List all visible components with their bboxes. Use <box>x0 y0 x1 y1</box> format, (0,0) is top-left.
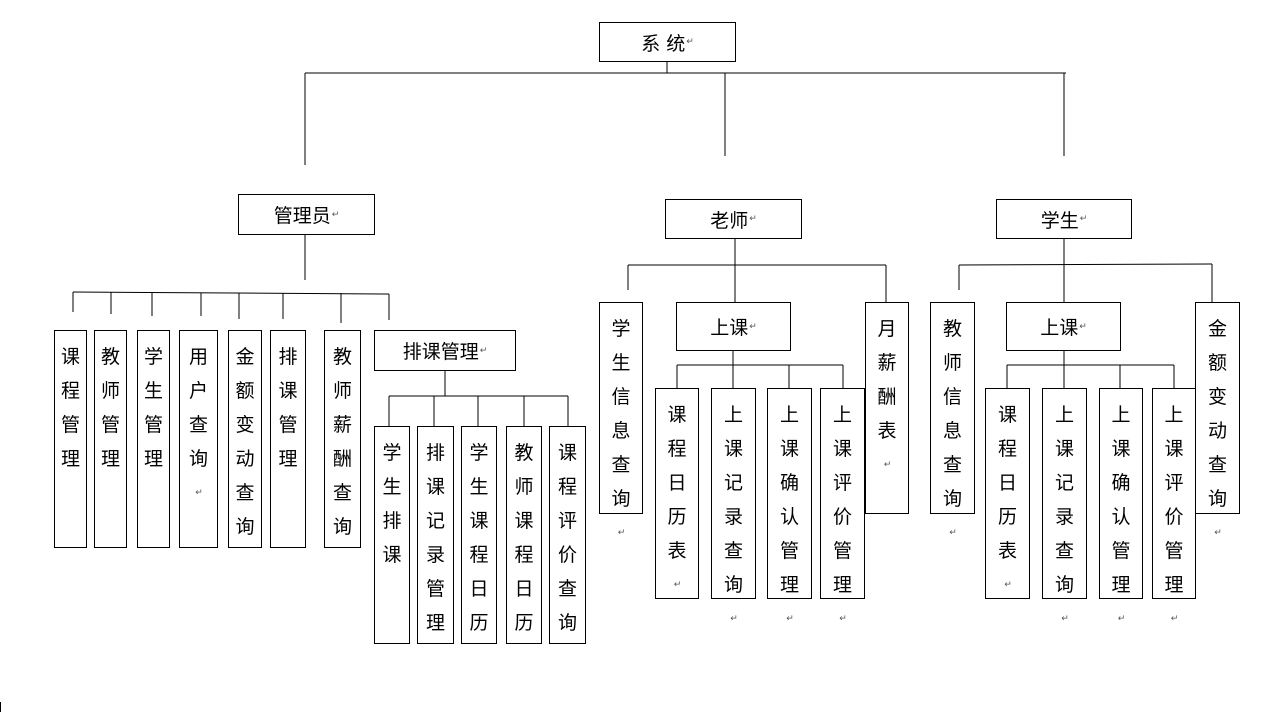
node-label: 学生信息查询↵ <box>600 312 642 550</box>
admin-node: 管理员↵ <box>238 194 375 235</box>
teacher-title: 老师 <box>710 209 749 232</box>
node-label: 月薪酬表↵ <box>866 312 908 482</box>
paragraph-mark-icon: ↵ <box>1214 528 1222 538</box>
student-class-node: 上课↵ <box>1006 302 1121 351</box>
teacher-class-item-calendar: 课程日历表↵ <box>655 388 699 599</box>
paragraph-mark-icon: ↵ <box>883 460 892 470</box>
teacher-salary-table: 月薪酬表↵ <box>865 302 909 514</box>
node-label: 教师信息查询↵ <box>931 312 974 550</box>
admin-item-course-management: 课程管理 <box>54 330 87 548</box>
node-label: 用户查询↵ <box>180 340 217 510</box>
node-label: 上课评价管理↵ <box>1153 398 1195 636</box>
schedule-title: 排课管理 <box>402 341 479 363</box>
student-class-item-record-query: 上课记录查询↵ <box>1042 388 1087 624</box>
node-label: 课程日历表↵ <box>656 398 698 602</box>
teacher-class-title: 上课 <box>710 317 749 339</box>
node-label: 金额变动查询↵ <box>1196 312 1239 550</box>
admin-item-teacher-management: 教师管理 <box>94 330 127 548</box>
paragraph-mark-icon: ↵ <box>839 614 847 624</box>
paragraph-mark-icon: ↵ <box>949 528 957 538</box>
teacher-node: 老师↵ <box>665 199 802 239</box>
student-node: 学生↵ <box>996 199 1132 239</box>
paragraph-mark-icon: ↵ <box>730 614 738 624</box>
paragraph-mark-icon: ↵ <box>673 580 682 590</box>
student-class-item-evaluation: 上课评价管理↵ <box>1152 388 1196 624</box>
paragraph-mark-icon: ↵ <box>195 488 203 498</box>
student-class-title: 上课 <box>1040 317 1079 339</box>
student-class-item-calendar: 课程日历表↵ <box>985 388 1030 599</box>
node-label: 课程评价查询 <box>557 442 577 634</box>
student-class-item-confirmation: 上课确认管理↵ <box>1099 388 1143 624</box>
schedule-item-student-calendar: 学生课程日历 <box>461 426 497 644</box>
node-label: 金额变动查询 <box>235 346 255 538</box>
student-title: 学生 <box>1040 209 1079 232</box>
paragraph-mark-icon: ↵ <box>479 345 488 356</box>
node-label: 上课评价管理↵ <box>821 398 864 636</box>
node-label: 上课确认管理↵ <box>768 398 811 636</box>
node-label: 课程管理 <box>60 346 80 470</box>
schedule-node: 排课管理↵ <box>374 330 516 371</box>
root-label: 系 统 <box>641 32 686 55</box>
node-label: 课程日历表↵ <box>986 398 1029 602</box>
node-label: 上课记录查询↵ <box>1043 398 1086 636</box>
teacher-student-info-query: 学生信息查询↵ <box>599 302 643 538</box>
admin-item-balance-change-query: 金额变动查询 <box>228 330 262 548</box>
paragraph-mark-icon: ↵ <box>1079 214 1088 224</box>
node-label: 排课记录管理 <box>425 442 445 634</box>
teacher-class-item-evaluation: 上课评价管理↵ <box>820 388 865 624</box>
admin-title: 管理员 <box>273 205 331 227</box>
admin-item-teacher-salary-query: 教师薪酬查询 <box>324 330 361 548</box>
node-label: 学生管理 <box>143 346 163 470</box>
schedule-item-student-scheduling: 学生排课 <box>374 426 410 644</box>
admin-item-user-query: 用户查询↵ <box>179 330 218 548</box>
schedule-item-evaluation-query: 课程评价查询 <box>549 426 586 644</box>
admin-item-schedule-management: 排课管理 <box>270 330 306 548</box>
paragraph-mark-icon: ↵ <box>331 209 340 220</box>
paragraph-mark-icon: ↵ <box>786 614 794 624</box>
paragraph-mark-icon: ↵ <box>1061 614 1069 624</box>
paragraph-mark-icon: ↵ <box>749 321 757 332</box>
student-balance-change-query: 金额变动查询↵ <box>1195 302 1240 538</box>
paragraph-mark-icon: ↵ <box>686 37 694 47</box>
teacher-class-node: 上课↵ <box>676 302 791 351</box>
corner-mark <box>0 702 1 712</box>
teacher-class-item-record-query: 上课记录查询↵ <box>711 388 756 624</box>
node-label: 教师课程日历 <box>514 442 534 634</box>
node-label: 学生课程日历 <box>469 442 489 634</box>
node-label: 上课确认管理↵ <box>1100 398 1142 636</box>
student-teacher-info-query: 教师信息查询↵ <box>930 302 975 538</box>
teacher-class-item-confirmation: 上课确认管理↵ <box>767 388 812 624</box>
paragraph-mark-icon: ↵ <box>1079 321 1087 332</box>
node-label: 上课记录查询↵ <box>712 398 755 636</box>
paragraph-mark-icon: ↵ <box>617 528 626 538</box>
paragraph-mark-icon: ↵ <box>1117 614 1126 624</box>
paragraph-mark-icon: ↵ <box>749 214 757 224</box>
schedule-item-record-management: 排课记录管理 <box>417 426 454 644</box>
node-label: 教师管理 <box>100 346 120 470</box>
node-label: 教师薪酬查询 <box>332 346 352 538</box>
root-node: 系 统↵ <box>599 22 736 62</box>
admin-item-student-management: 学生管理 <box>137 330 170 548</box>
paragraph-mark-icon: ↵ <box>1004 580 1012 590</box>
schedule-item-teacher-calendar: 教师课程日历 <box>506 426 542 644</box>
paragraph-mark-icon: ↵ <box>1170 614 1179 624</box>
node-label: 排课管理 <box>278 346 298 470</box>
node-label: 学生排课 <box>382 442 402 566</box>
